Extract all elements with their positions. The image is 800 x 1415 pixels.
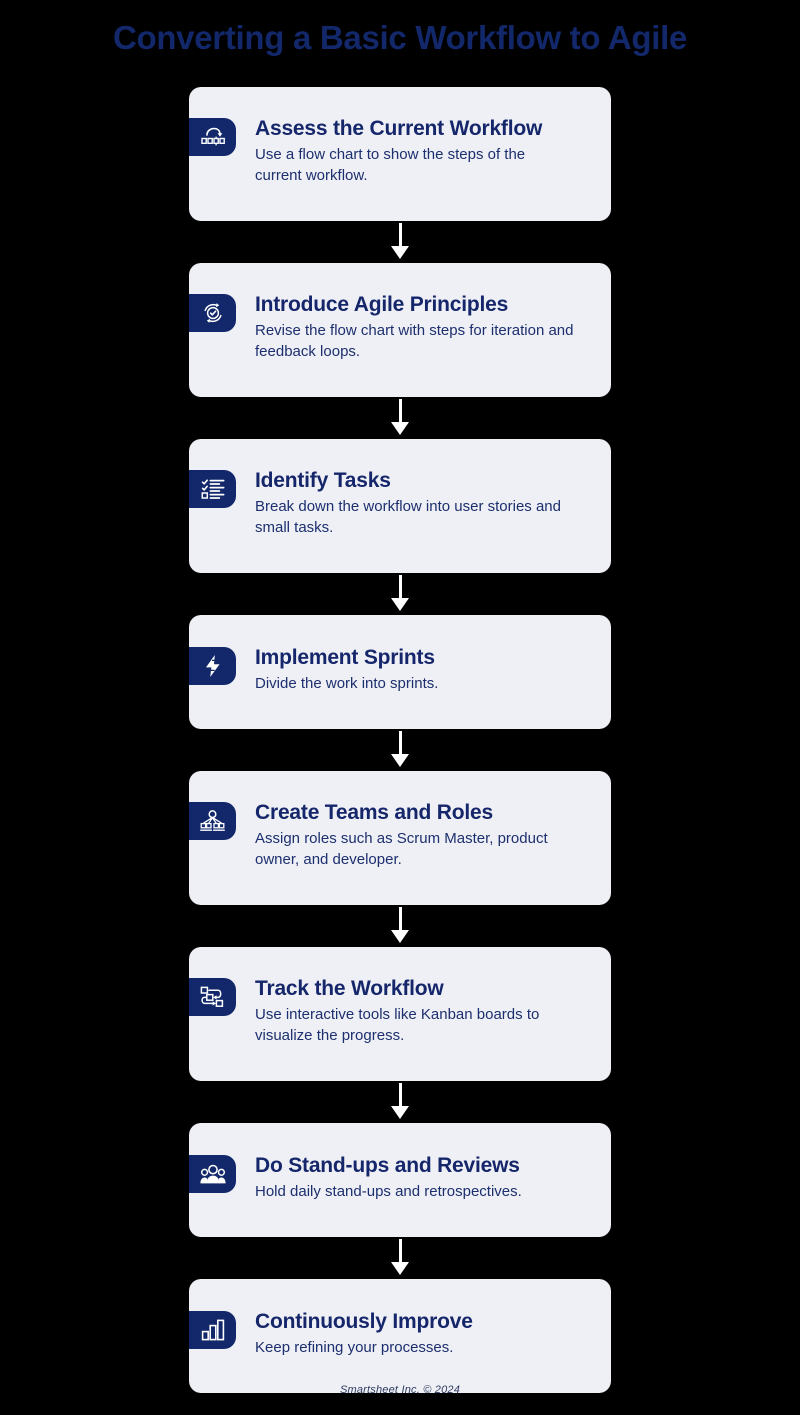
- footer-credit: Smartsheet Inc. © 2024: [339, 1384, 461, 1396]
- workflow-nodes-icon: [189, 978, 236, 1016]
- lightning-bolt-icon: [189, 647, 236, 685]
- connector-arrowhead-icon: [391, 1106, 409, 1119]
- people-group-icon: [189, 1155, 236, 1193]
- flow-connector-arrow: [189, 1081, 611, 1123]
- connector-stem: [399, 575, 402, 601]
- step-title: Create Teams and Roles: [255, 801, 493, 824]
- flow-connector-arrow: [189, 905, 611, 947]
- step-title: Assess the Current Workflow: [255, 117, 543, 140]
- step-description: Revise the flow chart with steps for ite…: [255, 322, 574, 360]
- step-description: Break down the workflow into user storie…: [255, 498, 561, 536]
- flow-connector-arrow: [189, 1237, 611, 1279]
- connector-arrowhead-icon: [391, 246, 409, 259]
- step-title: Identify Tasks: [255, 469, 391, 492]
- connector-stem: [399, 399, 402, 425]
- step-description: Use interactive tools like Kanban boards…: [255, 1006, 540, 1044]
- step-description: Keep refining your processes.: [255, 1339, 454, 1356]
- step-description: Divide the work into sprints.: [255, 675, 439, 692]
- connector-stem: [399, 1239, 402, 1265]
- connector-arrowhead-icon: [391, 930, 409, 943]
- flow-connector-arrow: [189, 573, 611, 615]
- step-title: Track the Workflow: [255, 977, 444, 1000]
- cycle-check-icon: [189, 294, 236, 332]
- flow-connector-arrow: [189, 397, 611, 439]
- step-title: Continuously Improve: [255, 1310, 473, 1333]
- connector-stem: [399, 223, 402, 249]
- step-description: Use a flow chart to show the steps of th…: [255, 146, 526, 184]
- page-title: Converting a Basic Workflow to Agile: [112, 19, 688, 56]
- connector-arrowhead-icon: [391, 754, 409, 767]
- checklist-icon: [189, 470, 236, 508]
- step-description: Hold daily stand-ups and retrospectives.: [255, 1183, 522, 1200]
- step-title: Do Stand-ups and Reviews: [255, 1154, 520, 1177]
- flow-chart-icon: [189, 118, 236, 156]
- connector-arrowhead-icon: [391, 598, 409, 611]
- step-title: Introduce Agile Principles: [255, 293, 509, 316]
- connector-stem: [399, 731, 402, 757]
- org-chart-icon: [189, 802, 236, 840]
- connector-stem: [399, 907, 402, 933]
- bar-chart-icon: [189, 1311, 236, 1349]
- flow-connector-arrow: [189, 221, 611, 263]
- connector-arrowhead-icon: [391, 422, 409, 435]
- step-description: Assign roles such as Scrum Master, produ…: [255, 830, 548, 868]
- step-title: Implement Sprints: [255, 646, 435, 669]
- connector-arrowhead-icon: [391, 1262, 409, 1275]
- connector-stem: [399, 1083, 402, 1109]
- flow-connector-arrow: [189, 729, 611, 771]
